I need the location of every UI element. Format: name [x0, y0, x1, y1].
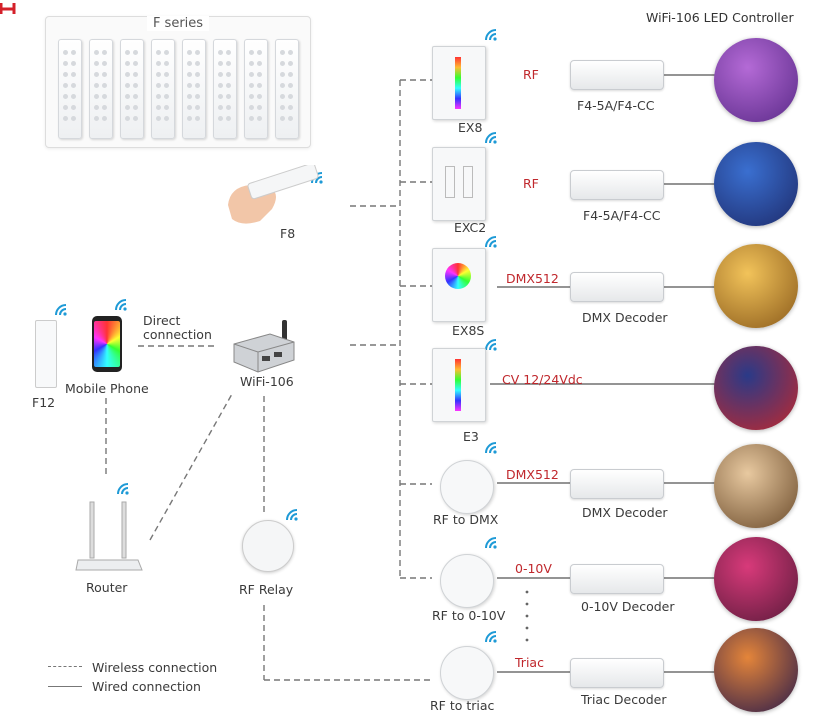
decoder-label: DMX Decoder [582, 310, 668, 325]
panel-label: E3 [463, 429, 479, 444]
decoder-image [570, 564, 664, 594]
f-series-box: F series [45, 16, 311, 148]
mobile-phone-label: Mobile Phone [65, 381, 149, 396]
f-series-remote [275, 39, 299, 139]
scene-photo [714, 142, 798, 226]
rf-relay-image [242, 520, 294, 572]
router-image [75, 501, 143, 571]
scene-photo [714, 346, 798, 430]
color-wheel [445, 263, 471, 289]
panel-label: RF to DMX [433, 512, 499, 527]
direct-connection-label-line1: Direct [143, 313, 181, 328]
decoder-label: F4-5A/F4-CC [583, 208, 661, 223]
corner-logo-mark [0, 0, 18, 14]
decoder-label: Triac Decoder [581, 692, 667, 707]
panel-image-5 [440, 554, 494, 608]
f-series-remote [151, 39, 175, 139]
panel-image-4 [440, 460, 494, 514]
panel-label: EX8 [458, 120, 483, 135]
wifi106-controller-image [233, 320, 295, 373]
direct-connection-label-line2: connection [143, 327, 212, 342]
signal-label: 0-10V [515, 561, 552, 576]
f-series-remote [213, 39, 237, 139]
panel-image-1 [432, 147, 486, 221]
f-series-remote [120, 39, 144, 139]
f-series-remote [182, 39, 206, 139]
panel-image-2 [432, 248, 486, 322]
decoder-image [570, 170, 664, 200]
panel-label: EXC2 [454, 220, 487, 235]
scene-photo [714, 38, 798, 122]
f-series-remote [89, 39, 113, 139]
signal-label: DMX512 [506, 271, 559, 286]
signal-label: Triac [515, 655, 544, 670]
legend-wireless-label: Wireless connection [92, 660, 218, 675]
f8-label: F8 [280, 226, 296, 241]
f-series-title: F series [146, 16, 210, 31]
color-wheel-strip [455, 57, 461, 109]
rf-relay-label: RF Relay [239, 582, 294, 597]
panel-label: RF to triac [430, 698, 495, 713]
decoder-label: DMX Decoder [582, 505, 668, 520]
color-wheel-strip [455, 359, 461, 411]
f8-remote-image [228, 165, 319, 224]
wifi106-label: WiFi-106 [240, 374, 294, 389]
decoder-image [570, 272, 664, 302]
panel-label: RF to 0-10V [432, 608, 506, 623]
decoder-image [570, 469, 664, 499]
signal-label: CV 12/24Vdc [502, 372, 583, 387]
panel-image-0 [432, 46, 486, 120]
f-series-remote [244, 39, 268, 139]
f12-remote-image [35, 320, 57, 388]
panel-image-3 [432, 348, 486, 422]
scene-photo [714, 444, 798, 528]
panel-label: EX8S [452, 323, 485, 338]
f-series-remote [58, 39, 82, 139]
decoder-image [570, 60, 664, 90]
decoder-label: F4-5A/F4-CC [577, 98, 655, 113]
legend-wireless-swatch [48, 666, 82, 667]
diagram-title: WiFi-106 LED Controller [646, 10, 794, 25]
mobile-phone-image [92, 316, 122, 372]
panel-image-6 [440, 646, 494, 700]
router-label: Router [86, 580, 128, 595]
scene-photo [714, 244, 798, 328]
signal-label: DMX512 [506, 467, 559, 482]
legend-wired-swatch [48, 686, 82, 687]
signal-label: RF [523, 176, 539, 191]
legend-wired-label: Wired connection [92, 679, 201, 694]
signal-label: RF [523, 67, 539, 82]
decoder-image [570, 658, 664, 688]
decoder-label: 0-10V Decoder [581, 599, 675, 614]
scene-photo [714, 537, 798, 621]
f12-label: F12 [32, 395, 56, 410]
scene-photo [714, 628, 798, 712]
